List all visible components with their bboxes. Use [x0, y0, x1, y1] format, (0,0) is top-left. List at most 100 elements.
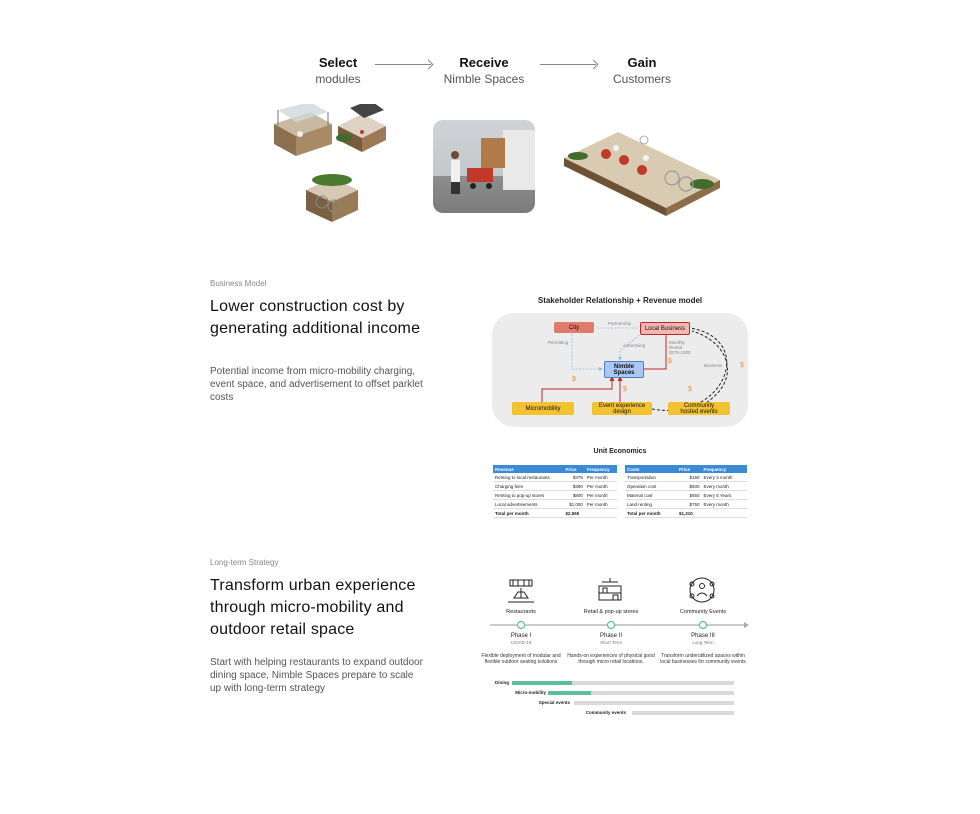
- table-cell: $390: [563, 481, 585, 491]
- bar-track-community-events: [632, 711, 734, 715]
- bar-track-special-events: [574, 701, 734, 705]
- dollar-sign: $: [740, 362, 744, 369]
- timeline-category: Community Events: [679, 609, 727, 615]
- phase-node: [516, 620, 526, 630]
- table-cell: Renting to local restaurants: [493, 473, 564, 482]
- table-cell: $1,310: [676, 508, 702, 518]
- table-cell: Every month: [701, 499, 747, 509]
- dollar-sign: $: [623, 386, 627, 393]
- label-advertising: Advertising: [623, 343, 646, 348]
- headline-line: generating additional income: [210, 320, 421, 337]
- flow-step-title: Receive: [459, 55, 509, 70]
- node-city: City: [554, 322, 594, 333]
- table-cell: [701, 508, 747, 518]
- table-cell: Per month: [584, 499, 617, 509]
- table-cell: Land renting: [625, 499, 677, 509]
- label-monthly-rental: Monthly Rental $375-1000: [669, 340, 695, 355]
- label-business: Business: [704, 363, 723, 368]
- module-planter: [336, 104, 386, 152]
- table-header-row: Revenue Price Frequency: [493, 465, 617, 473]
- phase-subtitle: Long Term: [692, 640, 714, 645]
- table-row: Transportation $150 Every 3 month: [625, 473, 747, 482]
- table-header: Price: [563, 465, 585, 473]
- flow-step-title: Select: [318, 55, 358, 70]
- costs-table: Costs Price Frequency Transportation $15…: [625, 465, 747, 518]
- table-header: Revenue: [493, 465, 564, 473]
- section-eyebrow: Business Model: [210, 279, 267, 288]
- table-header: Costs: [625, 465, 677, 473]
- table-cell: Total per month: [625, 508, 677, 518]
- dollar-sign: $: [688, 386, 692, 393]
- table-row: Local advertisements $1,000 Per month: [493, 499, 617, 509]
- bar-track-micromobility: [548, 691, 734, 695]
- phase-description: Flexible deployment of modular and flexi…: [481, 653, 561, 665]
- table-cell: Every 3 month: [701, 473, 747, 482]
- phase-name: Phase II: [599, 633, 622, 639]
- phase-node: [698, 620, 708, 630]
- node-community-events: Community hosted events: [668, 402, 730, 415]
- table-cell: [584, 508, 617, 518]
- node-local-business: Local Business: [640, 322, 690, 335]
- rental-range: $375-1000: [669, 350, 691, 355]
- table-row: Operation cost $500 Every month: [625, 481, 747, 491]
- table-row: Renting to local restaurants $375 Per mo…: [493, 473, 617, 482]
- flow-step-select: Select modules: [268, 55, 408, 86]
- table-cell: Operation cost: [625, 481, 677, 491]
- table-header: Price: [676, 465, 702, 473]
- table-cell: Per month: [584, 481, 617, 491]
- modules-illustration: [274, 104, 386, 222]
- flow-step-gain: Gain Customers: [572, 55, 712, 86]
- bar-label: Special events: [538, 700, 570, 705]
- phase-subtitle: Short Term: [600, 640, 622, 645]
- flow-arrow: [540, 64, 596, 65]
- flow-step-title: Gain: [627, 55, 657, 70]
- delivery-photo-art: [451, 130, 535, 194]
- dollar-sign: $: [572, 376, 576, 383]
- headline-line: Transform urban experience: [210, 577, 416, 594]
- table-cell: Material cost: [625, 490, 677, 500]
- table-cell: Renting to pop-up stores: [493, 490, 564, 500]
- node-nimble-spaces: Nimble Spaces: [604, 361, 644, 378]
- bar-label: Micro-mobility: [515, 690, 546, 695]
- phase-subtitle: COVID-19: [510, 640, 532, 645]
- table-cell: $650: [676, 490, 702, 500]
- label-permitting: Permitting: [548, 340, 569, 345]
- revenue-table: Revenue Price Frequency Renting to local…: [493, 465, 617, 518]
- bar-track-dining: [512, 681, 734, 685]
- stakeholder-diagram: City Local Business Nimble Spaces Microm…: [492, 313, 748, 427]
- table-cell: $750: [676, 499, 702, 509]
- section-eyebrow: Long-term Strategy: [210, 558, 279, 567]
- table-cell: Total per month: [493, 508, 564, 518]
- table-row: Renting to pop-up stores $800 Per month: [493, 490, 617, 500]
- table-total-row: Total per month $2,565: [493, 508, 617, 518]
- phase-description: Hands-on experiences of physical good th…: [567, 653, 655, 665]
- bar-fill: [512, 681, 572, 685]
- phase-description: Transform underutilized spaces within lo…: [660, 653, 746, 665]
- delivery-photo: [433, 120, 535, 213]
- table-cell: $800: [563, 490, 585, 500]
- bar-label: Community events: [585, 710, 626, 715]
- bar-label: Dining: [495, 680, 509, 685]
- community-people-icon: [689, 577, 715, 603]
- monthly-rental-text: Monthly Rental: [669, 340, 685, 350]
- phase-name: Phase III: [691, 633, 715, 639]
- section-headline: Transform urban experience through micro…: [210, 575, 450, 641]
- dollar-sign: $: [668, 358, 672, 365]
- label-partnership: Partnership: [608, 321, 632, 326]
- table-row: Land renting $750 Every month: [625, 499, 747, 509]
- module-glass-pavilion: [274, 104, 332, 156]
- phase-name: Phase I: [510, 633, 532, 639]
- phase-node: [606, 620, 616, 630]
- headline-line: through micro-mobility and: [210, 599, 404, 616]
- retail-store-icon: [598, 578, 622, 601]
- table-cell: Transportation: [625, 473, 677, 482]
- bar-fill: [548, 691, 591, 695]
- stakeholder-title: Stakeholder Relationship + Revenue model: [537, 296, 703, 305]
- table-cell: $500: [676, 481, 702, 491]
- section-headline: Lower construction cost by generating ad…: [210, 296, 450, 340]
- timeline-graphic: [490, 577, 749, 630]
- headline-line: Lower construction cost by: [210, 298, 405, 315]
- table-cell: Per month: [584, 490, 617, 500]
- table-header: Frequency: [584, 465, 617, 473]
- table-cell: $1,000: [563, 499, 585, 509]
